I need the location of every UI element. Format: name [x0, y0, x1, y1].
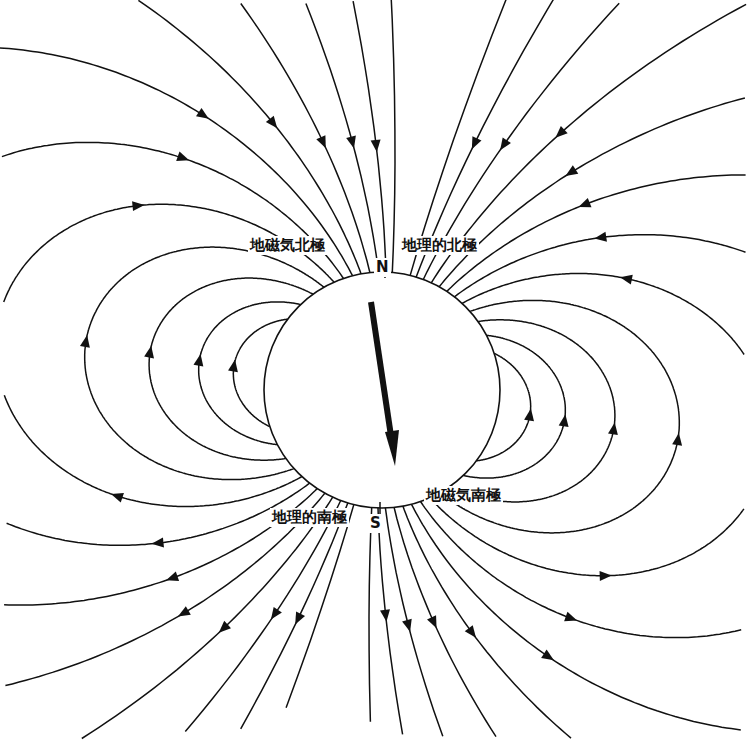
field-arrowhead: [132, 201, 144, 211]
field-arrowhead: [219, 621, 231, 633]
field-line: [403, 98, 745, 738]
field-arrowhead: [144, 346, 154, 359]
field-line: [241, 1, 386, 729]
field-arrowhead: [402, 619, 412, 632]
field-arrowhead: [620, 275, 633, 285]
field-line: [476, 353, 530, 461]
pole-letter: N: [374, 258, 391, 277]
field-line: [149, 278, 313, 460]
field-line: [2, 142, 344, 545]
field-line: [378, 0, 559, 734]
field-line: [385, 3, 619, 736]
field-line: [394, 4, 746, 736]
field-arrowhead: [193, 354, 203, 367]
pole-letter: S: [368, 514, 383, 533]
field-arrowhead: [111, 493, 124, 502]
field-arrowhead: [80, 335, 90, 348]
magnet-arrow-shaft: [371, 302, 391, 436]
field-arrowhead: [295, 612, 305, 625]
field-arrowhead: [196, 108, 209, 119]
field-arrowhead: [371, 140, 381, 152]
field-line: [82, 4, 370, 739]
field-arrowhead: [176, 152, 189, 161]
field-arrowhead: [166, 572, 179, 581]
field-arrowhead: [228, 360, 238, 373]
field-arrowhead: [565, 165, 578, 176]
pole-label: 地磁気南極: [424, 486, 503, 505]
field-arrowhead: [594, 232, 607, 242]
field-arrowhead: [380, 609, 390, 622]
field-arrowhead: [427, 615, 437, 628]
field-line: [421, 235, 746, 638]
field-arrowhead: [524, 409, 534, 422]
field-line: [85, 247, 324, 480]
field-arrowhead: [672, 433, 682, 446]
field-arrowhead: [608, 422, 618, 435]
field-arrowhead: [472, 136, 482, 149]
magnet-arrow-head: [385, 430, 399, 466]
field-line: [286, 0, 395, 708]
field-arrowhead: [346, 136, 356, 149]
pole-label: 地理的南極: [270, 508, 349, 527]
pole-label: 地理的北極: [400, 236, 479, 255]
field-arrowhead: [266, 116, 277, 129]
earth-circle: [264, 272, 500, 508]
field-arrowhead: [555, 126, 567, 138]
field-arrowhead: [152, 538, 164, 548]
pole-label: 地磁気北極: [248, 236, 327, 255]
field-arrowhead: [600, 571, 612, 581]
field-line: [185, 3, 378, 731]
field-arrowhead: [578, 198, 591, 207]
field-arrowhead: [541, 650, 554, 661]
field-arrowhead: [559, 414, 569, 427]
field-line: [369, 0, 507, 722]
field-arrowhead: [500, 137, 511, 150]
field-line: [0, 48, 353, 605]
field-line: [451, 320, 615, 502]
field-line: [412, 175, 746, 730]
field-arrowhead: [316, 135, 325, 148]
geographic-pole-tick: [379, 502, 381, 514]
field-arrowhead: [178, 606, 191, 616]
field-line: [4, 204, 334, 506]
field-line: [233, 319, 287, 427]
field-arrowhead: [465, 625, 476, 638]
field-arrowhead: [271, 607, 282, 620]
field-line: [5, 0, 361, 685]
field-arrowhead: [564, 612, 577, 621]
